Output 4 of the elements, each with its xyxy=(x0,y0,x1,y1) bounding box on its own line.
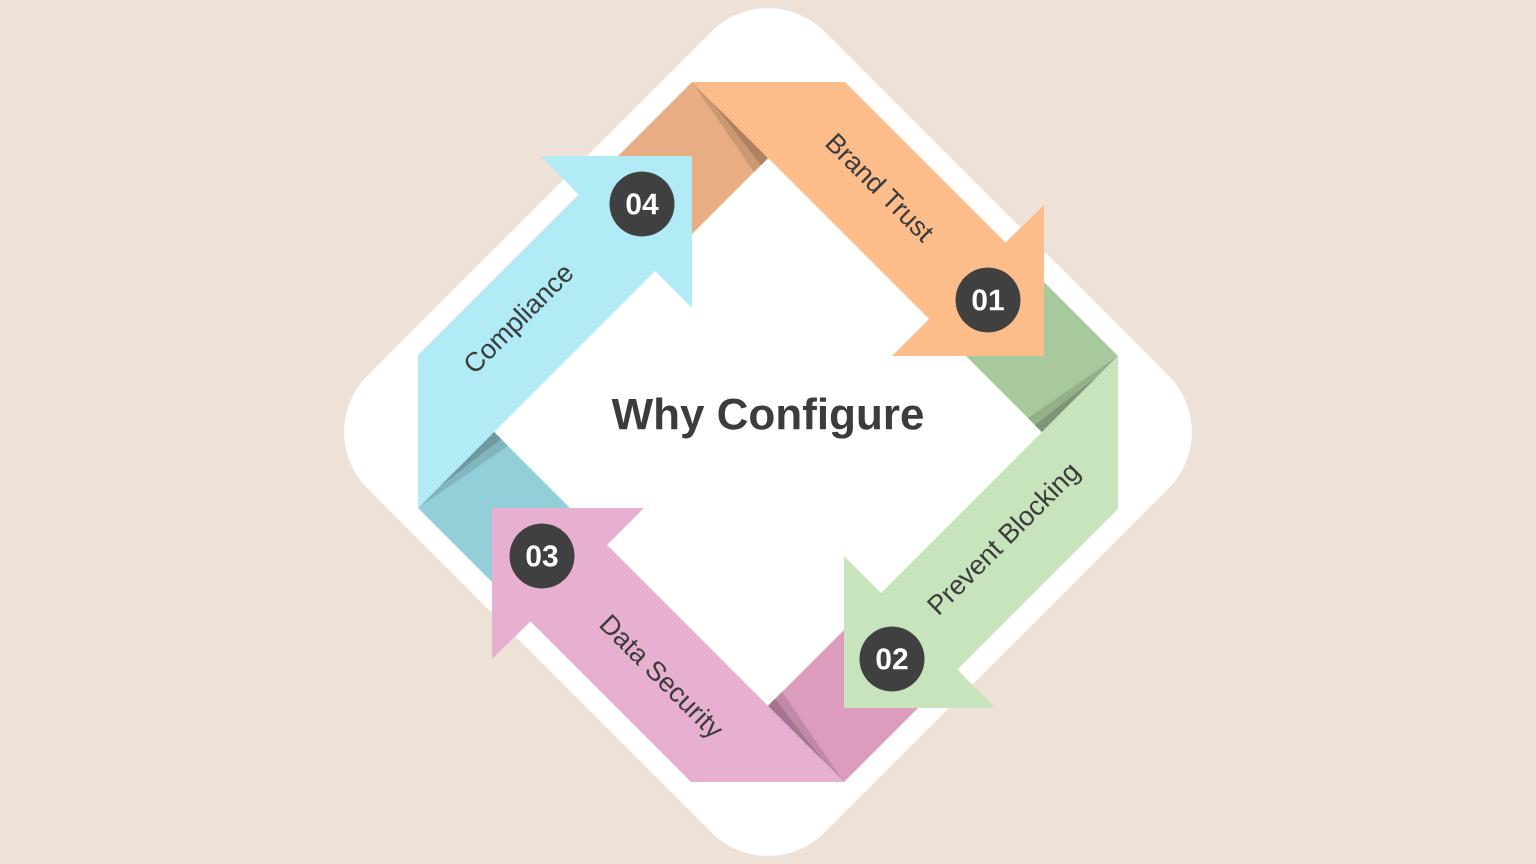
number-badge: 02 xyxy=(859,626,925,692)
number-badge: 01 xyxy=(955,267,1021,333)
number-badge: 03 xyxy=(509,523,575,589)
number-badge: 04 xyxy=(609,171,675,237)
